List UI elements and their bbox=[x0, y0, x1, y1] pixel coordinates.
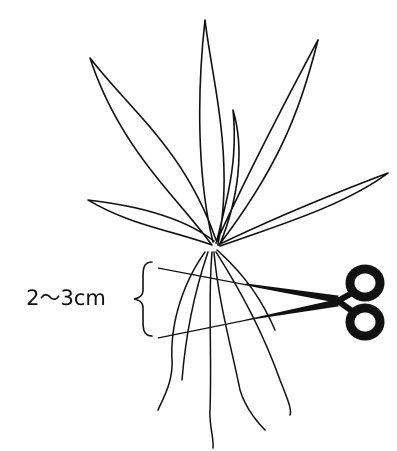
root-middle-right bbox=[213, 251, 266, 431]
leaf-center bbox=[198, 19, 225, 245]
plant-leaves bbox=[87, 19, 389, 247]
leaf-lower-left bbox=[87, 199, 215, 246]
root-middle bbox=[209, 251, 214, 449]
root-left-inner bbox=[181, 251, 209, 381]
scissors-handle-lower bbox=[345, 303, 385, 341]
leaf-upper-right bbox=[215, 39, 319, 246]
leaf-lower-right bbox=[217, 172, 389, 247]
measurement-brace bbox=[133, 261, 153, 337]
scissors-handle-upper bbox=[345, 264, 385, 302]
scissors-blade-upper bbox=[245, 283, 339, 303]
scissors-blade-lower bbox=[245, 299, 339, 321]
leaf-upper-left bbox=[89, 57, 217, 245]
plant-roots bbox=[157, 249, 292, 449]
root-right-outer bbox=[216, 249, 276, 331]
measurement-label: 2～3cm bbox=[26, 286, 106, 310]
root-right bbox=[215, 251, 292, 416]
leaf-inner-right bbox=[216, 109, 240, 245]
cut-guide-lines bbox=[157, 267, 337, 339]
root-left bbox=[157, 251, 206, 411]
scissors-icon bbox=[245, 264, 385, 341]
scissors-handle-joint bbox=[336, 290, 354, 314]
